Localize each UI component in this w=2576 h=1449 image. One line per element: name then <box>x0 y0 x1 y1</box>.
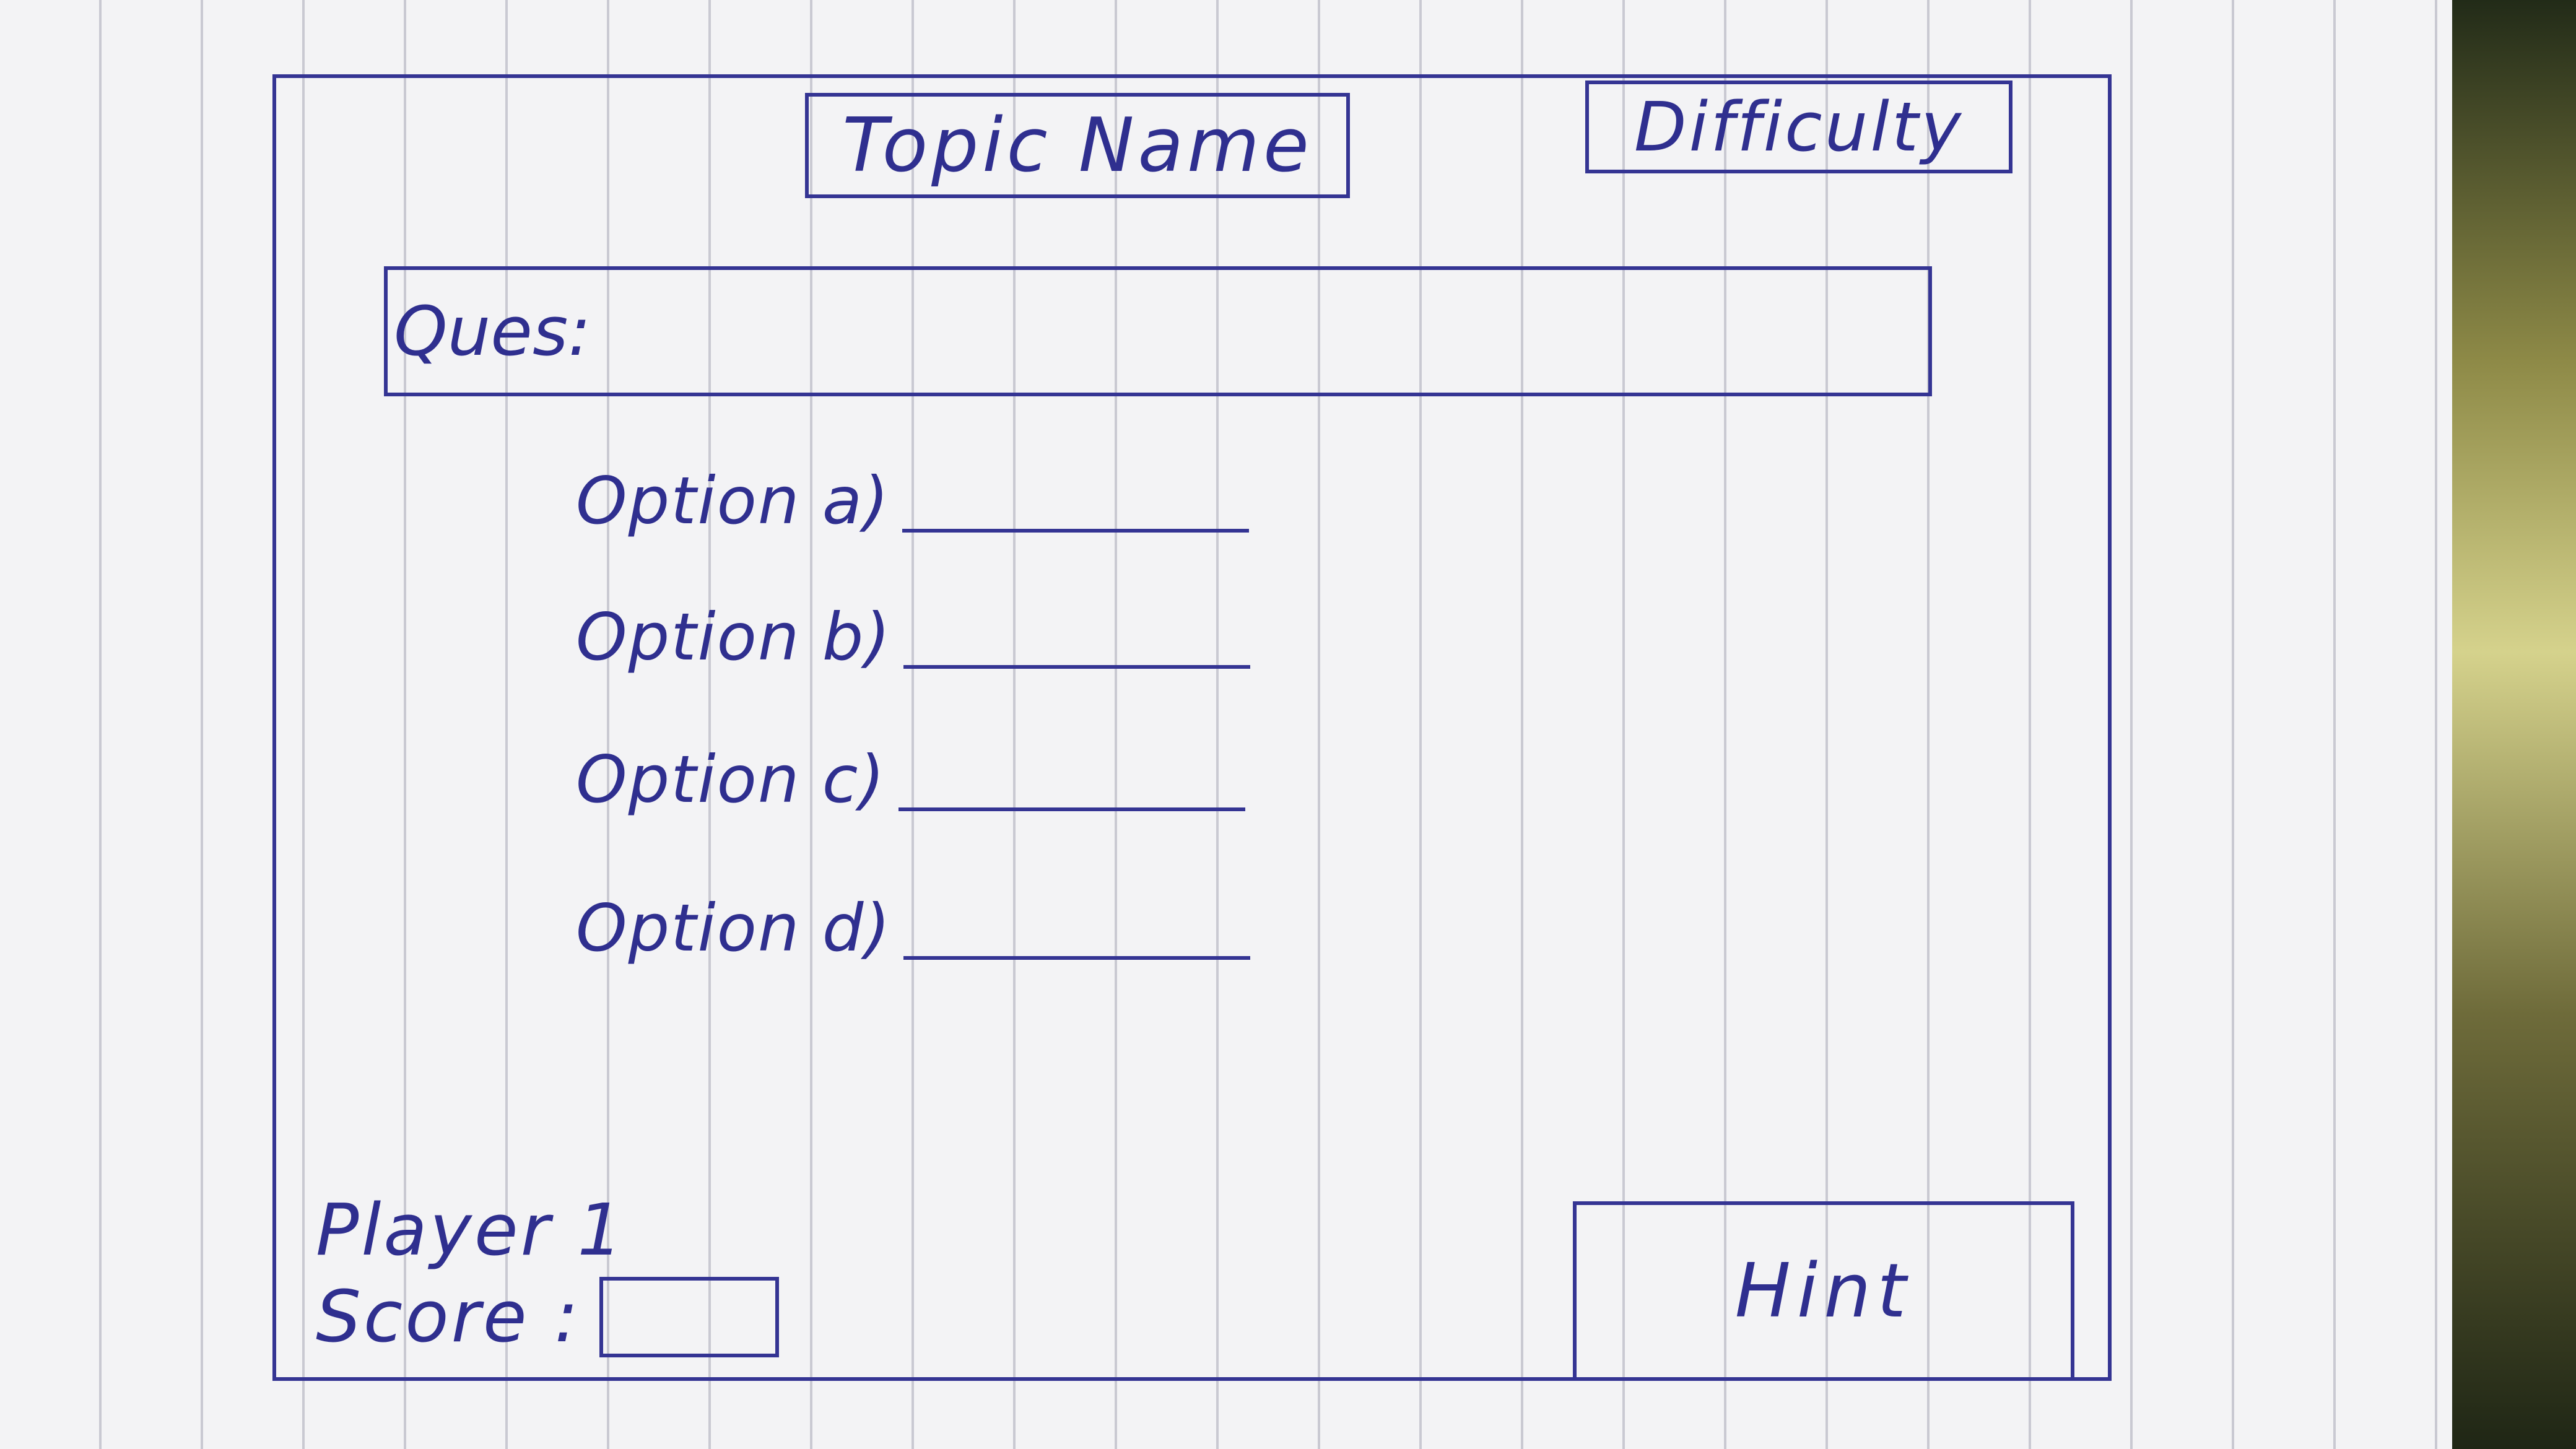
option-a-row[interactable]: Option a) <box>576 458 1250 539</box>
background-fabric <box>2452 0 2576 1449</box>
question-label: Ques: <box>394 292 591 371</box>
option-d-answer-line[interactable] <box>903 956 1251 960</box>
option-c-row[interactable]: Option c) <box>576 737 1245 817</box>
option-a-answer-line[interactable] <box>902 529 1250 533</box>
score-box <box>599 1277 779 1357</box>
option-b-label: Option b) <box>576 599 892 675</box>
option-d-row[interactable]: Option d) <box>576 886 1251 966</box>
topic-name-box: Topic Name <box>805 93 1350 198</box>
option-c-answer-line[interactable] <box>898 807 1245 811</box>
score-group: Score : <box>316 1276 779 1359</box>
notebook-paper <box>0 0 2452 1449</box>
difficulty-box[interactable]: Difficulty <box>1585 80 2012 173</box>
difficulty-text: Difficulty <box>1634 87 1964 167</box>
option-d-label: Option d) <box>576 890 892 966</box>
quiz-screen-frame <box>272 74 2112 1381</box>
score-label: Score : <box>316 1276 581 1359</box>
option-a-label: Option a) <box>576 463 890 539</box>
option-c-label: Option c) <box>576 742 886 817</box>
option-b-answer-line[interactable] <box>903 665 1251 669</box>
player-label: Player 1 <box>316 1189 625 1272</box>
hint-button[interactable]: Hint <box>1573 1201 2074 1381</box>
hint-label: Hint <box>1734 1248 1913 1334</box>
topic-name-text: Topic Name <box>842 102 1313 189</box>
option-b-row[interactable]: Option b) <box>576 594 1251 675</box>
question-box: Ques: <box>384 266 1932 396</box>
